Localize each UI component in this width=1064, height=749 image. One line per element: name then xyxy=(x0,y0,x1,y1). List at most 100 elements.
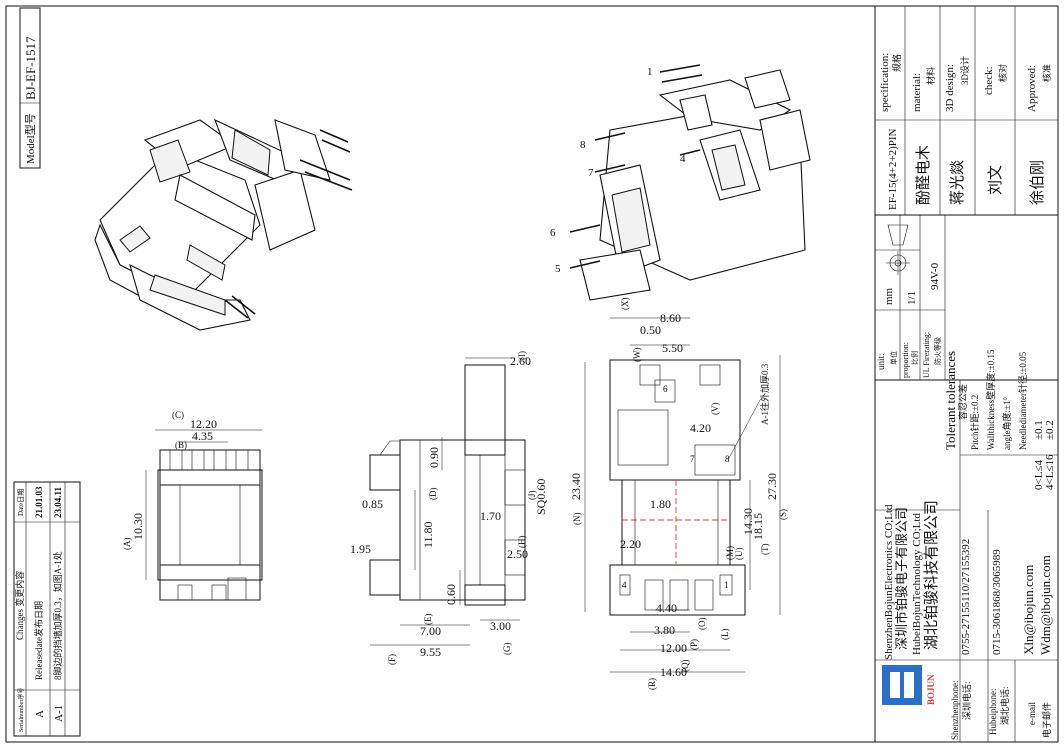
dim-label-i: (I) xyxy=(517,351,527,360)
title-block: specification: 规格 EF-15(4+2+2)PIN materi… xyxy=(874,5,1059,743)
tol-row-1-range: 0<L≤4 xyxy=(1033,460,1045,490)
dim-12-00: 12.00 xyxy=(660,641,687,655)
dim-0-90: 0.90 xyxy=(427,447,441,468)
bobbin-3d-view-right: 1 8 7 6 5 4 xyxy=(550,64,811,301)
email-2: Wdm@ibojun.com xyxy=(1038,555,1053,655)
change-row-1-serial: A xyxy=(34,710,46,718)
model-box: Model型号 BJ-EF-1517 xyxy=(19,7,41,169)
dim-14-30: 14.30 xyxy=(741,508,755,535)
change-row-1-text: Releasedate发布日期 xyxy=(33,601,44,680)
tol-row-1-value: ±0.1 xyxy=(1033,420,1045,440)
sz-phone: 0755-27155110/27155392 xyxy=(960,539,972,655)
proportion-value: 1/1 xyxy=(906,291,918,305)
spec-label: specification: xyxy=(879,53,891,112)
email-label: e-mail xyxy=(1027,702,1037,725)
dim-2-50: 2.50 xyxy=(507,547,528,561)
dim-4-35: 4.35 xyxy=(192,429,213,443)
pin-label-4: 4 xyxy=(680,153,686,165)
dim-8-60: 8.60 xyxy=(660,311,681,325)
company-sz-cn: 深圳市铂骏电子有限公司 xyxy=(894,507,909,650)
dim-label-m: (M) xyxy=(725,546,735,560)
dim-label-r: (R) xyxy=(647,678,657,690)
hb-phone-label: Hubeiphone: xyxy=(988,689,998,736)
dim-1-95: 1.95 xyxy=(350,542,371,556)
dim-18-15: 18.15 xyxy=(751,513,765,540)
dim-label-e: (E) xyxy=(423,614,433,626)
fire-value: 94V-0 xyxy=(929,262,941,290)
change-row-2-text: 8脚边的挡墙加厚0.3，如图A-1处 xyxy=(52,551,63,680)
change-row-2-serial: A-1 xyxy=(53,705,65,722)
sz-phone-label: Shenzhenphone: xyxy=(950,681,960,740)
tol-angle: angle角度:±1° xyxy=(1001,397,1012,450)
dim-4-20: 4.20 xyxy=(690,421,711,435)
dim-0-50: 0.50 xyxy=(640,323,661,337)
email-label-cn: 电子邮件 xyxy=(1041,702,1052,738)
dim-14-60: 14.60 xyxy=(660,665,687,679)
pin-label-6: 6 xyxy=(550,227,556,239)
dim-23-40: 23.40 xyxy=(569,473,583,500)
material-label-cn: 材料 xyxy=(925,67,936,85)
dim-label-n: (N) xyxy=(572,513,582,526)
dim-3-00: 3.00 xyxy=(490,619,511,633)
dim-27-30: 27.30 xyxy=(765,473,779,500)
design-label: 3D design: xyxy=(944,64,956,112)
dim-11-80: 11.80 xyxy=(421,521,435,548)
dim-12-20: 12.20 xyxy=(190,417,217,431)
dim-label-d: (D) xyxy=(428,488,438,501)
hb-phone-label-cn: 湖北电话: xyxy=(999,686,1010,725)
dim-0-85: 0.85 xyxy=(362,497,383,511)
dim-2-20: 2.20 xyxy=(620,537,641,551)
fire-label: UL Firerating: xyxy=(922,332,931,378)
dim-label-c: (C) xyxy=(172,410,184,420)
dim-label-w: (W) xyxy=(632,348,642,363)
tolerance-table: 0<L≤4 ±0.1 4<L≤16 ±0.2 xyxy=(1033,420,1056,490)
company-hb-cn: 湖北铂骏科技有限公司 xyxy=(923,500,940,650)
dim-3-80: 3.80 xyxy=(654,623,675,637)
dim-label-u: (U) xyxy=(734,548,744,561)
design-label-cn: 3D设计 xyxy=(959,56,970,85)
hb-phone: 0715-3061868/3065989 xyxy=(991,549,1003,655)
sz-phone-label-cn: 深圳电话: xyxy=(961,681,972,720)
tolerance-title-cn: 容忍公差 xyxy=(957,384,968,420)
dim-1-80: 1.80 xyxy=(650,497,671,511)
pin-label-8: 8 xyxy=(580,139,586,151)
tol-row-2-value: ±0.2 xyxy=(1044,420,1056,440)
unit-value: mm xyxy=(883,287,895,305)
side-view: 2.60 (I) 0.90 0.85 11.80 (D) 1.70 SQ0.60… xyxy=(350,351,548,665)
proportion-label-cn: 比例 xyxy=(910,351,919,365)
unit-label-cn: 单位 xyxy=(889,351,898,365)
pin-label-1: 1 xyxy=(647,66,653,78)
tol-pitch: Pitch针距:±0.2 xyxy=(969,395,980,450)
approved-value: 徐伯刚 xyxy=(1029,160,1046,205)
dim-label-x: (X) xyxy=(620,298,630,311)
dim-label-p: (P) xyxy=(689,639,699,650)
col-date-header: Date日期 xyxy=(17,489,25,516)
approved-label: Approved: xyxy=(1026,65,1038,112)
tol-row-2-range: 4<L≤16 xyxy=(1044,454,1056,490)
dim-label-b: (B) xyxy=(175,440,187,450)
dim-9-55: 9.55 xyxy=(420,645,441,659)
col-changes-header: Changes 变更内容 xyxy=(14,571,25,640)
plan-view: 6 7 8 4 1 A-1往外加厚0.3 8.60 (X) 0.50 5.50 … xyxy=(569,298,788,691)
email-1: Xln@ibojun.com xyxy=(1021,565,1036,655)
check-label-cn: 核对 xyxy=(997,64,1008,82)
dim-sq-0-60: SQ0.60 xyxy=(534,479,548,515)
dim-10-30: 10.30 xyxy=(131,513,145,540)
dim-label-v: (V) xyxy=(710,403,720,416)
plan-pin-7: 7 xyxy=(690,454,695,464)
dim-2-60: 2.60 xyxy=(510,354,531,368)
model-number: BJ-EF-1517 xyxy=(23,36,38,100)
change-table: Serialnumber序号 Changes 变更内容 Date日期 A Rel… xyxy=(13,481,81,737)
plan-pin-1: 1 xyxy=(724,580,729,590)
model-label: Model型号 xyxy=(23,113,37,164)
dim-label-l: (L) xyxy=(720,629,730,641)
material-value: 酚醛电木 xyxy=(915,145,932,205)
change-row-1-date: 21.01.03 xyxy=(34,486,44,518)
check-value: 刘文 xyxy=(987,165,1004,195)
check-label: check: xyxy=(983,66,995,95)
plan-pin-6: 6 xyxy=(663,384,668,394)
logo-text: BOJUN xyxy=(926,674,936,705)
dim-4-40: 4.40 xyxy=(656,601,677,615)
plan-pin-8: 8 xyxy=(725,454,730,464)
tol-needle: Needlediameter针径:±0.05 xyxy=(1017,351,1028,450)
